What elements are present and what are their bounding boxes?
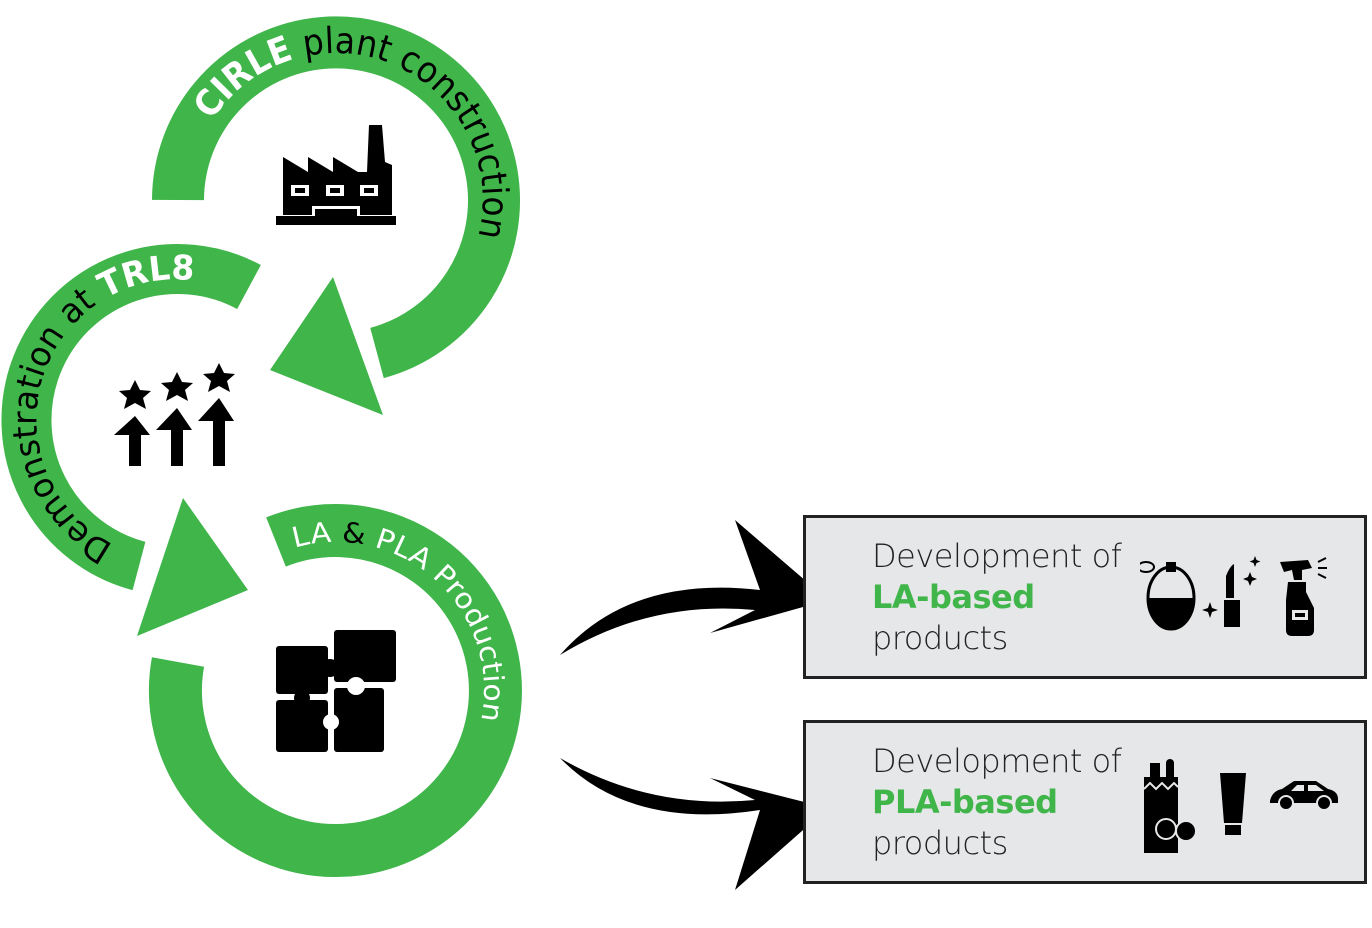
sparkle-icon [1202, 602, 1218, 618]
la-product-icons [1140, 556, 1327, 636]
arrow-to-pla-products [560, 758, 828, 890]
la-line1: Development of [872, 537, 1122, 575]
pla-highlight: PLA-based [872, 783, 1058, 821]
la-line3: products [872, 619, 1008, 657]
lipstick-icon [1224, 556, 1261, 627]
la-highlight: LA-based [872, 578, 1035, 616]
puzzle-icon [276, 630, 396, 752]
factory-icon [276, 125, 396, 225]
car-icon [1270, 781, 1338, 811]
arrow-to-la-products [560, 520, 828, 655]
tube-icon [1220, 773, 1246, 835]
pla-products-box: Development of PLA-based products [803, 720, 1367, 884]
pla-line3: products [872, 824, 1008, 862]
cycle-ring-production [148, 504, 522, 878]
cycle-arrow-plant-construction [152, 16, 520, 415]
pla-line1: Development of [872, 742, 1122, 780]
pla-product-icons [1143, 759, 1338, 853]
cycle-arrow-demonstration [1, 244, 261, 636]
stars-arrows-up-icon [114, 363, 235, 466]
spray-bottle-icon [1280, 557, 1327, 636]
la-products-box: Development of LA-based products [803, 515, 1367, 679]
step3-part1: LA [289, 516, 342, 555]
groceries-icon [1143, 759, 1197, 853]
perfume-icon [1140, 561, 1196, 631]
step3-amp: & [341, 516, 368, 551]
